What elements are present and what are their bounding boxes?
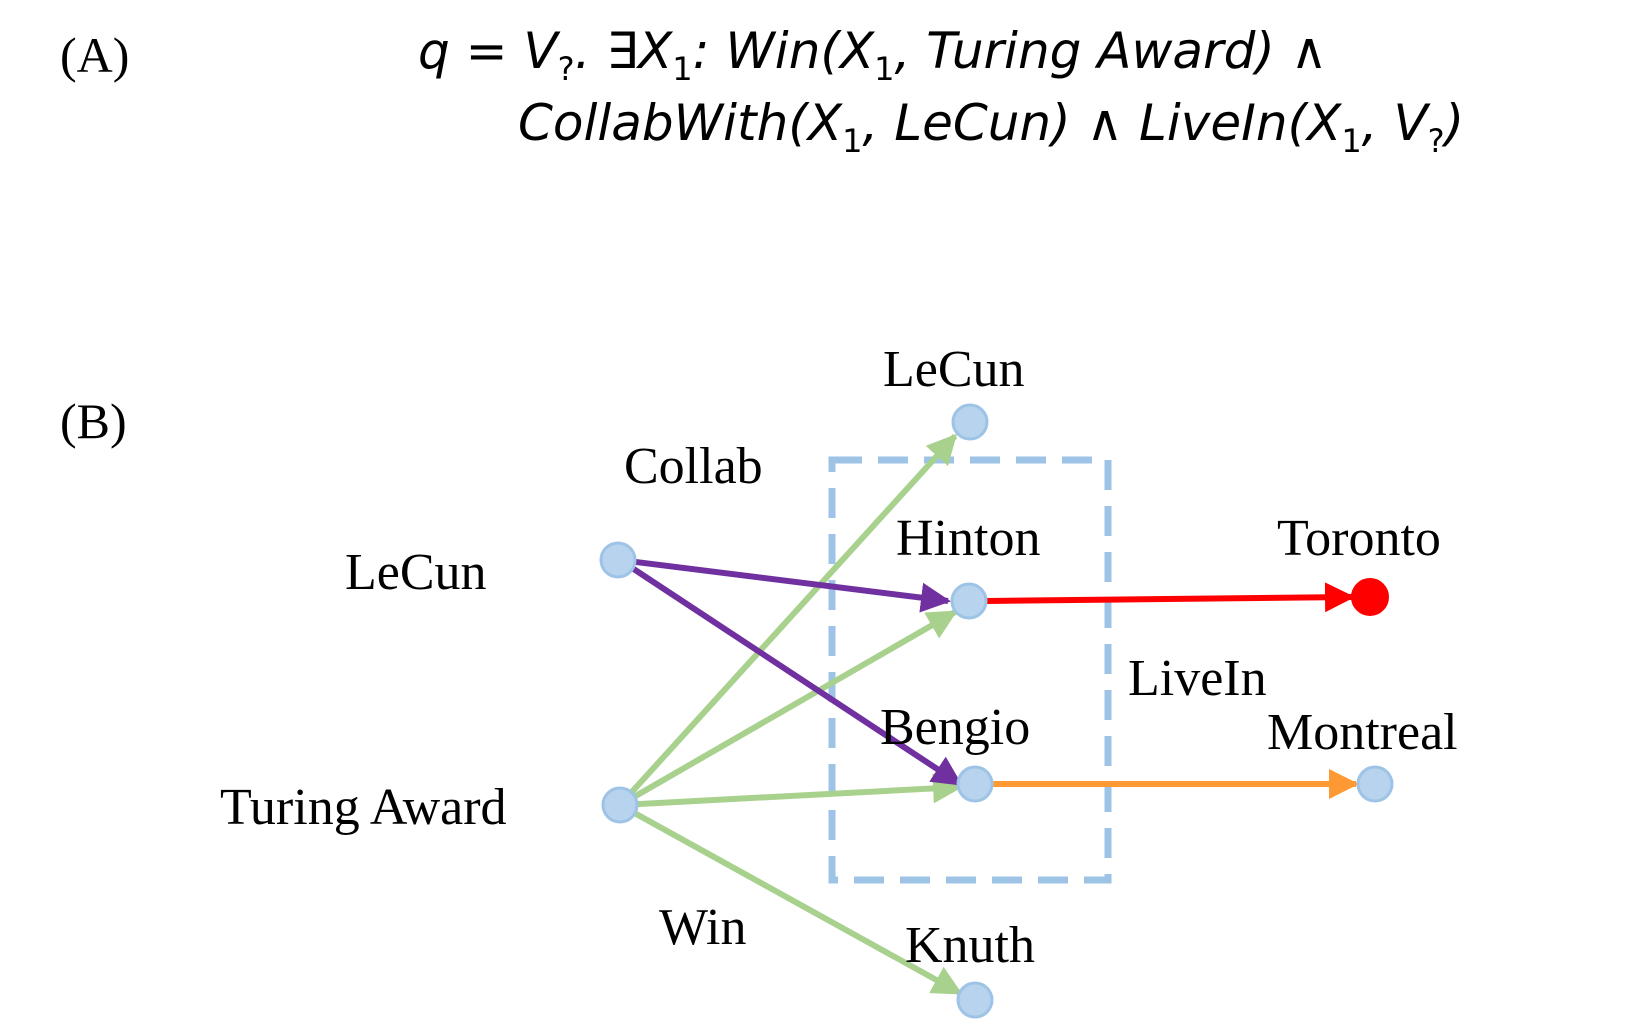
label-toronto: Toronto bbox=[1277, 510, 1441, 567]
node-lecun-top bbox=[951, 403, 989, 441]
formula-line-1: q = V?. ∃X1: Win(X1, Turing Award) ∧ bbox=[418, 22, 1328, 88]
edge-livein-toronto bbox=[986, 582, 1355, 613]
formula-line-2: CollabWith(X1, LeCun) ∧ LiveIn(X1, V?) bbox=[518, 94, 1465, 160]
node-bengio bbox=[956, 765, 994, 803]
node-lecun-src bbox=[599, 541, 637, 579]
node-montreal bbox=[1356, 765, 1394, 803]
edge-collab-hinton bbox=[619, 557, 951, 613]
edge-win-hinton bbox=[618, 609, 958, 808]
node-toronto bbox=[1351, 578, 1389, 616]
edge-collab-bengio bbox=[618, 557, 963, 787]
edge-label-livein: LiveIn bbox=[1128, 650, 1267, 707]
label-bengio: Bengio bbox=[880, 699, 1030, 756]
label-turing-award: Turing Award bbox=[220, 779, 507, 836]
panel-a-label: (A) bbox=[60, 27, 130, 83]
edge-win-lecun bbox=[617, 433, 958, 808]
label-montreal: Montreal bbox=[1267, 704, 1458, 761]
candidate-box bbox=[828, 456, 1112, 884]
node-turing-award bbox=[601, 786, 639, 824]
edge-label-collab: Collab bbox=[624, 438, 763, 495]
panel-b-label: (B) bbox=[60, 393, 127, 449]
edge-win-bengio bbox=[619, 773, 963, 808]
edge-win-knuth bbox=[618, 802, 963, 996]
label-lecun-src: LeCun bbox=[345, 544, 487, 601]
edge-label-win: Win bbox=[659, 899, 746, 956]
node-knuth bbox=[956, 981, 994, 1019]
label-knuth: Knuth bbox=[905, 917, 1035, 974]
label-lecun-top: LeCun bbox=[883, 341, 1025, 398]
win-edges bbox=[617, 433, 963, 996]
label-hinton: Hinton bbox=[896, 510, 1040, 567]
formula-q: q bbox=[418, 22, 450, 80]
collab-edges bbox=[618, 557, 963, 787]
node-hinton bbox=[950, 582, 988, 620]
